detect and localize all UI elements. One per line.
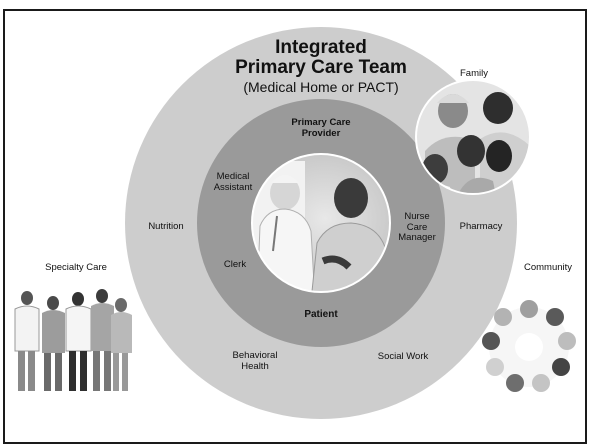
label-specialty-care: Specialty Care [45,262,107,273]
label-clerk: Clerk [223,259,247,270]
diagram-graphics [14,27,576,419]
label-nutrition: Nutrition [148,221,184,232]
family-photo [416,80,530,194]
label-community: Community [523,262,573,273]
diagram-frame: Integrated Primary Care Team (Medical Ho… [3,9,587,444]
label-primary-care-provider: Primary Care Provider [291,117,351,139]
label-behavioral-health: Behavioral Health [232,350,278,372]
label-social-work: Social Work [377,351,429,362]
label-patient: Patient [304,309,338,320]
label-family: Family [460,68,488,79]
specialty-care-group [14,289,132,391]
label-nurse-care-manager: Nurse Care Manager [398,211,436,244]
diagram-title: Integrated Primary Care Team [235,37,407,78]
community-group [482,300,576,392]
label-medical-assistant: Medical Assistant [213,171,253,193]
diagram-subtitle: (Medical Home or PACT) [243,79,399,95]
label-pharmacy: Pharmacy [459,221,503,232]
